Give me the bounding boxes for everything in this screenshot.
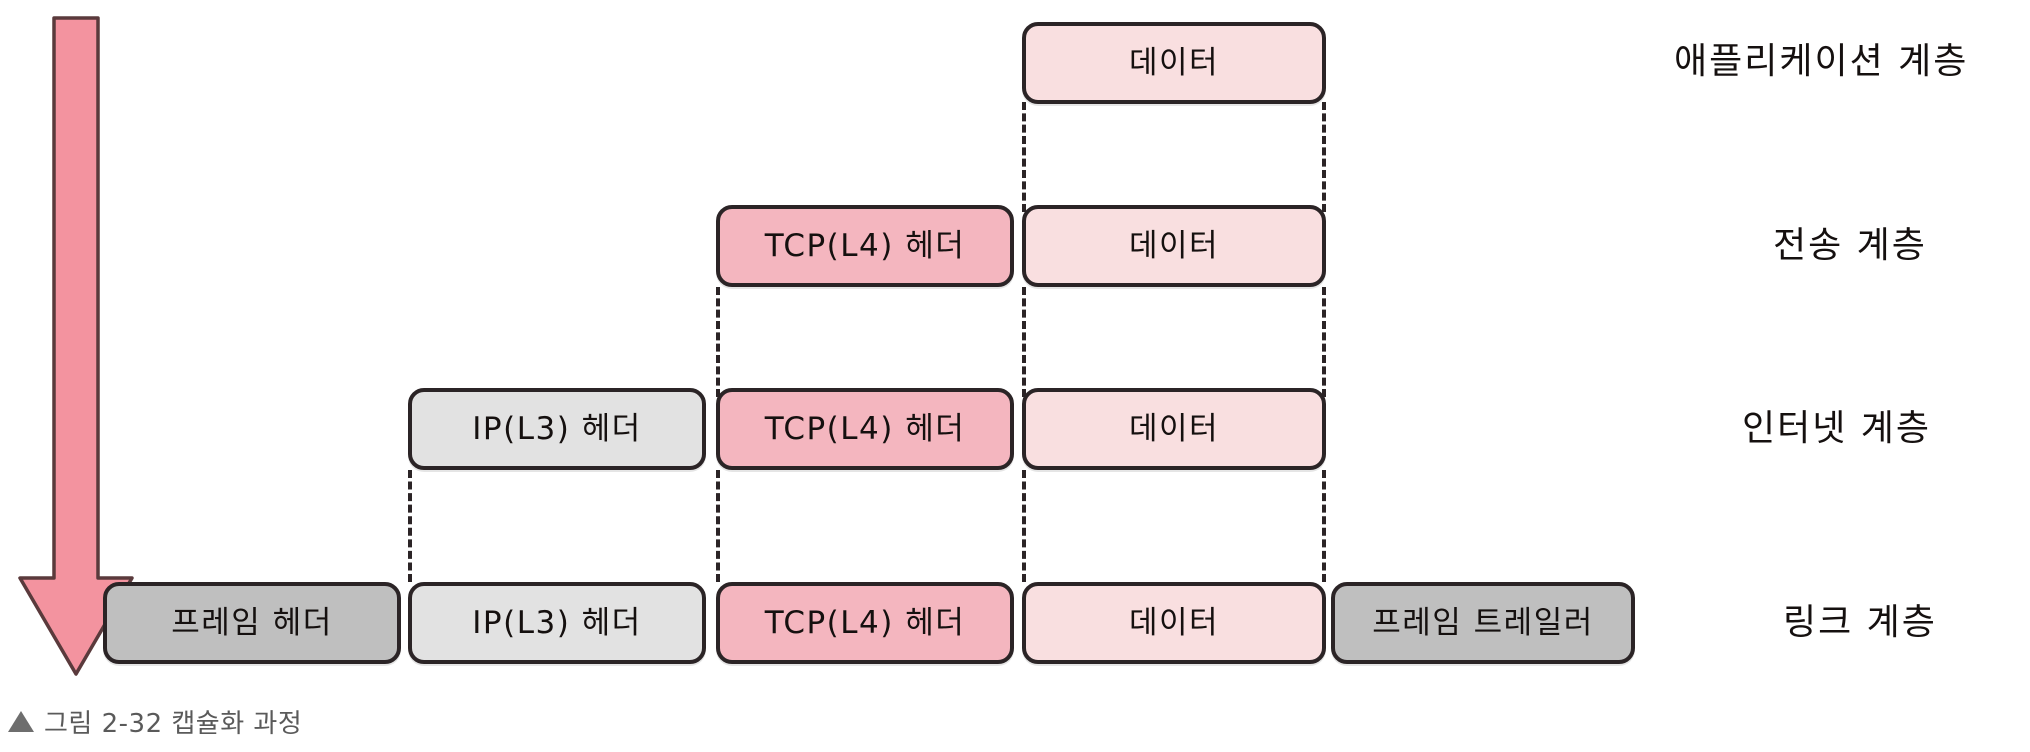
layer-label-internet: 인터넷 계층 <box>1742 408 1932 449</box>
layer-label-transport: 전송 계층 <box>1773 225 1927 266</box>
connector-dash-data-left-3 <box>1022 470 1026 582</box>
box-tcp-header-link[interactable]: TCP(L4) 헤더 <box>716 582 1014 664</box>
connector-dash-data-left-2 <box>1022 287 1026 397</box>
connector-dash-data-right-2 <box>1322 287 1326 397</box>
figure-caption-text: 그림 2-32 캡슐화 과정 <box>44 709 303 739</box>
layer-label-application: 애플리케이션 계층 <box>1674 41 1969 82</box>
box-data-application[interactable]: 데이터 <box>1022 22 1326 104</box>
connector-dash-tcp-left-1 <box>716 287 720 397</box>
box-data-internet[interactable]: 데이터 <box>1022 388 1326 470</box>
box-ip-header-link[interactable]: IP(L3) 헤더 <box>408 582 706 664</box>
box-tcp-header-transport[interactable]: TCP(L4) 헤더 <box>716 205 1014 287</box>
box-frame-trailer-link[interactable]: 프레임 트레일러 <box>1331 582 1635 664</box>
box-data-link[interactable]: 데이터 <box>1022 582 1326 664</box>
encapsulation-direction-arrow <box>14 16 154 680</box>
box-data-transport[interactable]: 데이터 <box>1022 205 1326 287</box>
box-tcp-header-internet[interactable]: TCP(L4) 헤더 <box>716 388 1014 470</box>
triangle-marker-icon <box>8 711 34 732</box>
layer-label-link: 링크 계층 <box>1783 602 1937 643</box>
connector-dash-data-right-1 <box>1322 102 1326 212</box>
connector-dash-tcp-left-2 <box>716 470 720 582</box>
connector-dash-ip-left-1 <box>408 470 412 582</box>
box-ip-header-internet[interactable]: IP(L3) 헤더 <box>408 388 706 470</box>
connector-dash-data-right-3 <box>1322 470 1326 582</box>
connector-dash-data-left-1 <box>1022 102 1026 212</box>
box-frame-header-link[interactable]: 프레임 헤더 <box>103 582 401 664</box>
figure-caption: 그림 2-32 캡슐화 과정 <box>8 703 302 740</box>
